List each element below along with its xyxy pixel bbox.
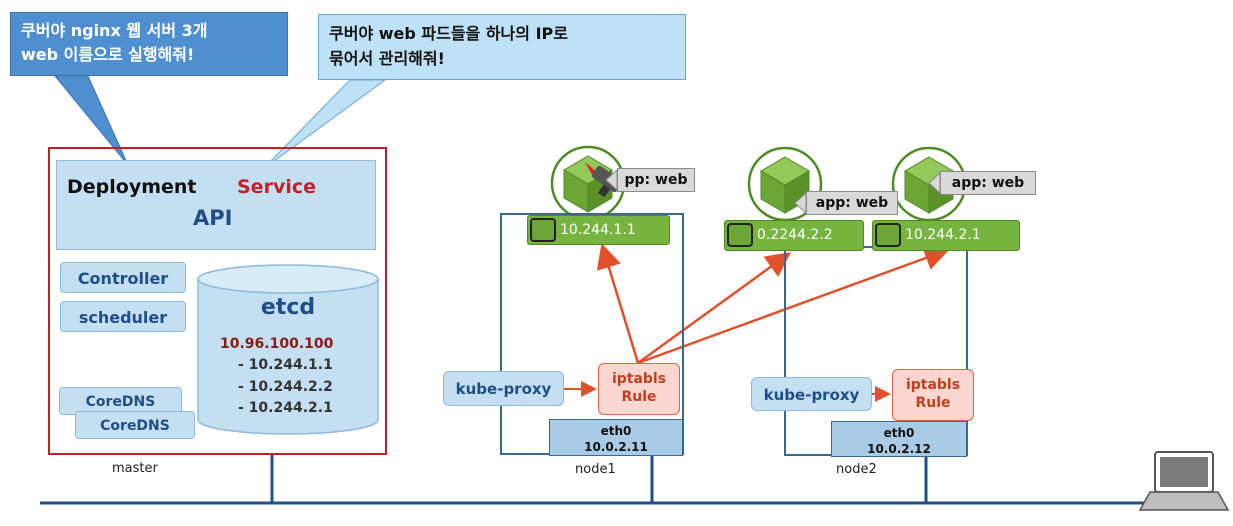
pod-cube-icon (747, 146, 823, 222)
etcd-service-ip: 10.96.100.100 (220, 336, 334, 352)
rule-label: Rule (915, 395, 951, 411)
node1-label: node1 (575, 462, 616, 477)
iptables-label: iptabls (905, 377, 961, 393)
etcd-cylinder (197, 264, 379, 435)
master-node-frame (48, 147, 387, 455)
pod-ip-bar: 10.244.2.1 (872, 220, 1020, 251)
callout-left-tail (53, 75, 129, 166)
eth-name: eth0 (883, 426, 915, 440)
eth0-interface: eth0 10.0.2.11 (549, 419, 683, 456)
pod-ip: 10.244.2.1 (905, 227, 981, 243)
pod-label-tag: app: web (940, 171, 1036, 195)
coredns-box: CoreDNS (75, 411, 195, 439)
etcd-endpoint: - 10.244.2.1 (238, 400, 333, 416)
pod-ip: 0.2244.2.2 (757, 227, 833, 243)
ethernet-port-icon (530, 218, 556, 242)
iptables-rule-box: iptabls Rule (892, 369, 974, 421)
service-label: Service (237, 176, 316, 198)
laptop-icon (1138, 451, 1230, 511)
callout-line: 쿠버야 nginx 웹 서버 3개 (21, 21, 208, 40)
ethernet-port-icon (727, 223, 753, 247)
ethernet-port-icon (875, 223, 901, 247)
eth-ip: 10.0.2.12 (867, 442, 931, 456)
routing-arrows (564, 243, 950, 402)
network-bus (40, 455, 1170, 505)
controller-box: Controller (60, 262, 186, 293)
eth-name: eth0 (600, 424, 632, 438)
api-label: API (193, 206, 233, 230)
pod-label-tag: app: web (806, 191, 898, 215)
etcd-endpoint: - 10.244.2.2 (238, 379, 333, 395)
kube-proxy-box: kube-proxy (751, 377, 872, 411)
eth0-interface: eth0 10.0.2.12 (831, 421, 967, 457)
callout-line: 묶어서 관리해줘! (329, 49, 445, 68)
callout-service-request: 쿠버야 web 파드들을 하나의 IP로 묶어서 관리해줘! (318, 14, 686, 80)
etcd-title: etcd (260, 295, 316, 320)
callout-line: 쿠버야 web 파드들을 하나의 IP로 (329, 24, 568, 43)
pod-label-tag: pp: web (617, 168, 695, 192)
deployment-label: Deployment (67, 176, 197, 198)
pod-ip-bar: 0.2244.2.2 (724, 220, 864, 251)
pod-ip: 10.244.1.1 (560, 222, 636, 238)
iptables-label: iptabls (611, 371, 667, 387)
node2-label: node2 (836, 462, 877, 477)
eth-ip: 10.0.2.11 (584, 440, 648, 454)
master-label: master (112, 461, 158, 476)
scheduler-box: scheduler (60, 301, 186, 332)
api-server-box (56, 160, 376, 250)
iptables-rule-box: iptabls Rule (598, 363, 680, 415)
rule-label: Rule (621, 389, 657, 405)
pod-ip-bar: 10.244.1.1 (527, 215, 670, 245)
callout-user-request: 쿠버야 nginx 웹 서버 3개 web 이름으로 실행해줘! (10, 12, 288, 76)
etcd-endpoint: - 10.244.1.1 (238, 357, 333, 373)
kube-proxy-box: kube-proxy (443, 371, 564, 406)
callout-line: web 이름으로 실행해줘! (21, 45, 195, 64)
